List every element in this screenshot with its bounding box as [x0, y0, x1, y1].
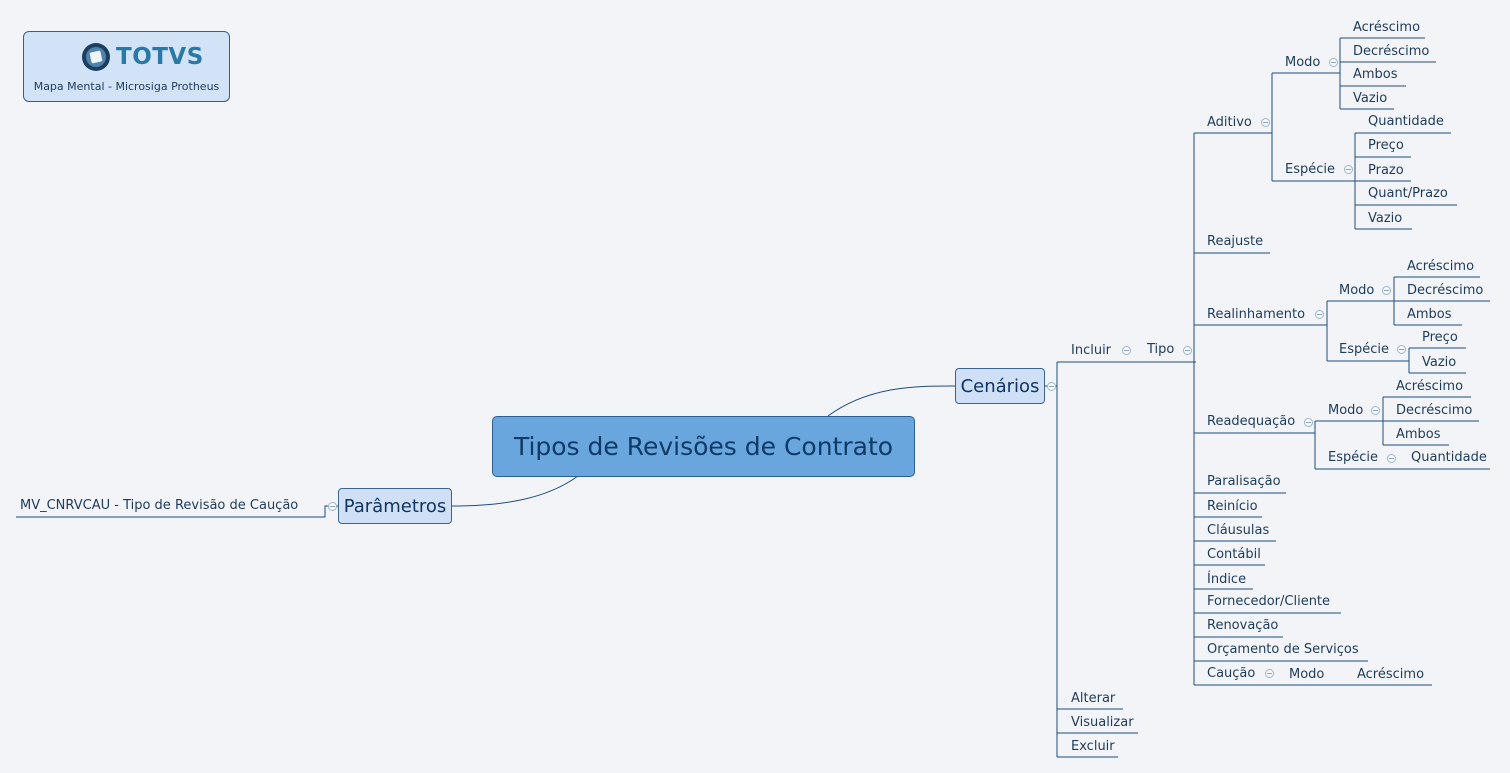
node-realinhamento-modo-item[interactable]: Ambos	[1407, 307, 1452, 322]
node-paralisacao[interactable]: Paralisação	[1207, 474, 1281, 489]
node-reajuste[interactable]: Reajuste	[1207, 234, 1264, 249]
node-realinhamento-modo-item[interactable]: Decréscimo	[1407, 283, 1484, 298]
totvs-logo-icon	[82, 43, 110, 71]
collapse-icon[interactable]	[1315, 310, 1324, 319]
node-caucao-modo-item[interactable]: Acréscimo	[1357, 667, 1425, 682]
node-aditivo-modo-item[interactable]: Ambos	[1353, 67, 1398, 82]
node-readequacao-modo-item[interactable]: Decréscimo	[1396, 403, 1473, 418]
node-aditivo-modo-item[interactable]: Decréscimo	[1353, 44, 1430, 59]
node-realinhamento-especie[interactable]: Espécie	[1339, 342, 1389, 357]
node-aditivo-especie-item[interactable]: Quant/Prazo	[1368, 186, 1448, 201]
topic-cenarios[interactable]: Cenários	[955, 368, 1045, 404]
logo-subtitle: Mapa Mental - Microsiga Protheus	[33, 80, 220, 93]
node-realinhamento-especie-item[interactable]: Vazio	[1422, 355, 1457, 370]
parametro-mv-cnrvcau[interactable]: MV_CNRVCAU - Tipo de Revisão de Caução	[20, 498, 299, 513]
node-readequacao-modo-item[interactable]: Ambos	[1396, 427, 1441, 442]
topic-parametros[interactable]: Parâmetros	[338, 488, 452, 524]
node-renovacao[interactable]: Renovação	[1207, 618, 1279, 633]
node-aditivo-especie-item[interactable]: Vazio	[1368, 211, 1403, 226]
node-aditivo-especie[interactable]: Espécie	[1285, 162, 1335, 177]
node-alterar[interactable]: Alterar	[1071, 691, 1116, 706]
node-incluir[interactable]: Incluir	[1071, 343, 1112, 358]
node-realinhamento-modo[interactable]: Modo	[1339, 283, 1375, 298]
node-aditivo-especie-item[interactable]: Quantidade	[1368, 114, 1444, 129]
collapse-icon[interactable]	[1122, 346, 1131, 355]
collapse-icon[interactable]	[1183, 346, 1192, 355]
node-readequacao-modo[interactable]: Modo	[1328, 403, 1364, 418]
node-readequacao-modo-item[interactable]: Acréscimo	[1396, 379, 1464, 394]
node-orcamento-servicos[interactable]: Orçamento de Serviços	[1207, 642, 1359, 657]
node-aditivo[interactable]: Aditivo	[1207, 115, 1252, 130]
node-caucao-modo[interactable]: Modo	[1289, 667, 1325, 682]
node-indice[interactable]: Índice	[1207, 572, 1247, 587]
node-caucao[interactable]: Caução	[1207, 666, 1256, 681]
collapse-icon[interactable]	[1371, 406, 1380, 415]
collapse-icon[interactable]	[1329, 58, 1338, 67]
node-visualizar[interactable]: Visualizar	[1071, 715, 1134, 730]
node-aditivo-especie-item[interactable]: Preço	[1368, 138, 1404, 153]
node-aditivo-especie-item[interactable]: Prazo	[1368, 163, 1404, 178]
collapse-icon[interactable]	[1382, 286, 1391, 295]
node-readequacao-especie[interactable]: Espécie	[1328, 450, 1378, 465]
node-realinhamento[interactable]: Realinhamento	[1207, 307, 1306, 322]
node-reinicio[interactable]: Reinício	[1207, 499, 1258, 514]
node-aditivo-modo[interactable]: Modo	[1285, 55, 1321, 70]
node-aditivo-modo-item[interactable]: Acréscimo	[1353, 20, 1421, 35]
central-topic[interactable]: Tipos de Revisões de Contrato	[492, 416, 915, 477]
node-excluir[interactable]: Excluir	[1071, 739, 1115, 754]
node-realinhamento-modo-item[interactable]: Acréscimo	[1407, 259, 1475, 274]
node-contabil[interactable]: Contábil	[1207, 547, 1261, 562]
node-readequacao-especie-item[interactable]: Quantidade	[1411, 450, 1487, 465]
collapse-icon[interactable]	[328, 502, 337, 511]
node-fornecedor-cliente[interactable]: Fornecedor/Cliente	[1207, 594, 1331, 609]
collapse-icon[interactable]	[1304, 418, 1313, 427]
collapse-icon[interactable]	[1047, 382, 1056, 391]
logo-brand-text: TOTVS	[116, 44, 204, 70]
collapse-icon[interactable]	[1397, 345, 1406, 354]
totvs-logo-box: TOTVS Mapa Mental - Microsiga Protheus	[23, 31, 230, 102]
collapse-icon[interactable]	[1387, 454, 1396, 463]
node-readequacao[interactable]: Readequação	[1207, 414, 1296, 429]
collapse-icon[interactable]	[1261, 118, 1270, 127]
node-tipo[interactable]: Tipo	[1147, 342, 1175, 357]
collapse-icon[interactable]	[1265, 669, 1274, 678]
node-clausulas[interactable]: Cláusulas	[1207, 523, 1270, 538]
collapse-icon[interactable]	[1344, 165, 1353, 174]
node-aditivo-modo-item[interactable]: Vazio	[1353, 91, 1388, 106]
node-realinhamento-especie-item[interactable]: Preço	[1422, 330, 1458, 345]
